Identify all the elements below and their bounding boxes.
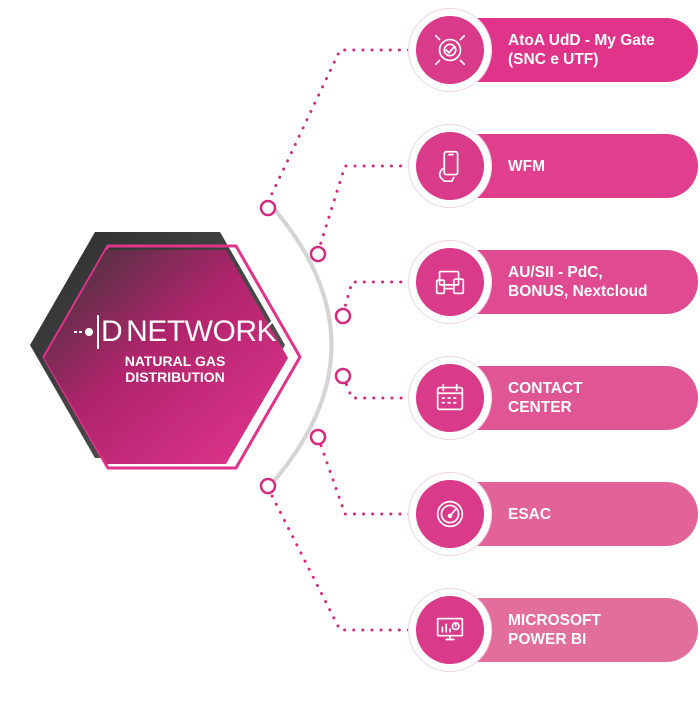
- speedometer-icon: [416, 480, 484, 548]
- icon-ring: [408, 124, 492, 208]
- item-power-bi[interactable]: MICROSOFT POWER BI: [408, 588, 698, 672]
- icon-ring: [408, 356, 492, 440]
- item-atoa[interactable]: AtoA UdD - My Gate (SNC e UTF): [408, 8, 698, 92]
- connector-4: [341, 374, 414, 400]
- connector-1: [266, 48, 414, 204]
- connector-2: [316, 164, 414, 254]
- hub-subtitle: NATURAL GAS DISTRIBUTION: [124, 353, 226, 385]
- icon-ring: [408, 472, 492, 556]
- arc-node-4: [334, 367, 352, 385]
- item-wfm[interactable]: WFM: [408, 124, 698, 208]
- calendar-icon: [416, 364, 484, 432]
- target-check-icon: [416, 16, 484, 84]
- hex-fill: [44, 250, 288, 464]
- arc-node-2: [309, 245, 327, 263]
- icon-ring: [408, 588, 492, 672]
- arc-node-5: [309, 428, 327, 446]
- item-label: ESAC: [508, 505, 552, 523]
- item-label: MICROSOFT POWER BI: [508, 612, 601, 648]
- devices-icon: [416, 248, 484, 316]
- item-au-sii[interactable]: AU/SII - PdC, BONUS, Nextcloud: [408, 240, 698, 324]
- hub-hexagon: [30, 232, 302, 470]
- item-label: AU/SII - PdC, BONUS, Nextcloud: [508, 264, 648, 300]
- item-label: AtoA UdD - My Gate (SNC e UTF): [508, 32, 655, 68]
- connector-6: [266, 486, 414, 632]
- monitor-chart-icon: [416, 596, 484, 664]
- connector-5: [316, 435, 414, 516]
- item-label: WFM: [508, 157, 546, 175]
- arc-node-6: [259, 477, 277, 495]
- item-label: CONTACT CENTER: [508, 380, 583, 416]
- logo-mark-icon: [74, 328, 93, 336]
- item-esac[interactable]: ESAC: [408, 472, 698, 556]
- connector-3: [341, 280, 414, 316]
- icon-ring: [408, 8, 492, 92]
- connector-arc: [266, 200, 334, 490]
- hub-logo-prefix: D: [97, 315, 123, 349]
- hub-logo-name: NETWORK: [126, 315, 276, 348]
- arc-node-1: [259, 199, 277, 217]
- hex-outline: [42, 244, 302, 470]
- arc-node-3: [334, 307, 352, 325]
- icon-ring: [408, 240, 492, 324]
- smartphone-hand-icon: [416, 132, 484, 200]
- arc-nodes: [259, 199, 352, 495]
- item-contact-center[interactable]: CONTACT CENTER: [408, 356, 698, 440]
